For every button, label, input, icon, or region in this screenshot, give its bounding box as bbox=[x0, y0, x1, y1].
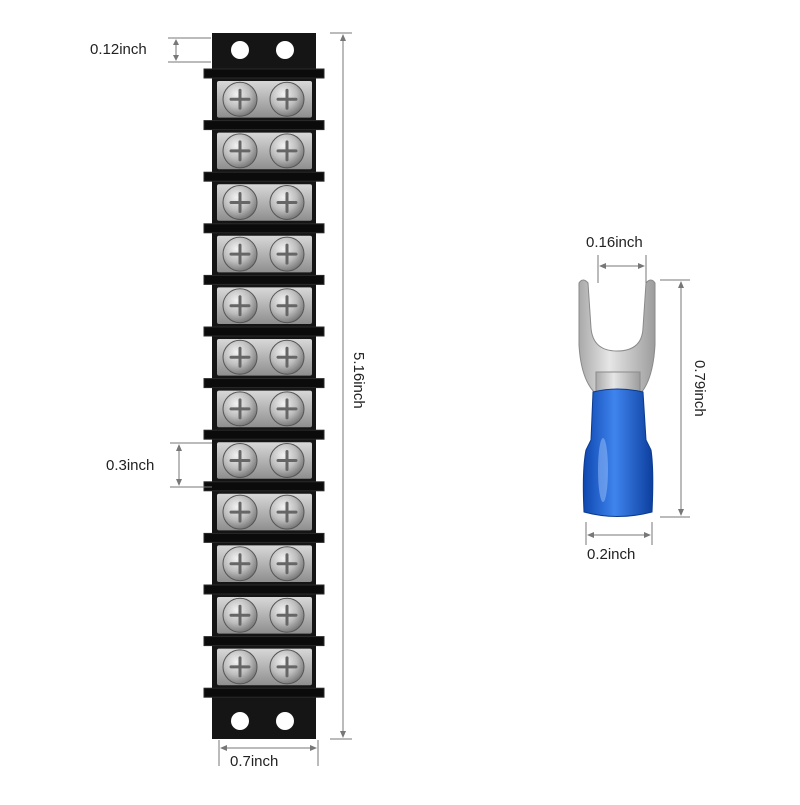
screw-slot-icon bbox=[229, 88, 251, 110]
dim-label-spade-length: 0.79inch bbox=[691, 360, 708, 417]
screw-slot-icon bbox=[276, 553, 298, 575]
screw-slot-icon bbox=[276, 398, 298, 420]
screw-slot-icon bbox=[276, 192, 298, 213]
screw-slot-icon bbox=[229, 346, 251, 368]
arrowhead-icon bbox=[176, 479, 182, 486]
barrier-rib bbox=[203, 532, 325, 543]
barrier-rib bbox=[203, 429, 325, 440]
screw-slot-icon bbox=[276, 450, 298, 471]
screw-slot-icon bbox=[276, 656, 298, 678]
barrier-rib bbox=[203, 223, 325, 234]
bottom-mount-tab bbox=[231, 712, 294, 730]
arrowhead-icon bbox=[678, 281, 684, 288]
arrowhead-icon bbox=[587, 532, 594, 538]
arrowhead-icon bbox=[220, 745, 227, 751]
barrier-rib bbox=[203, 481, 325, 492]
dim-label-hole-margin: 0.12inch bbox=[90, 41, 147, 58]
arrowhead-icon bbox=[678, 509, 684, 516]
dim-label-terminal-pitch: 0.3inch bbox=[106, 457, 155, 474]
terminal-rows bbox=[203, 68, 325, 698]
spade-sleeve bbox=[582, 388, 654, 517]
arrowhead-icon bbox=[310, 745, 317, 751]
dimension-arrowheads bbox=[173, 34, 684, 751]
screw-slot-icon bbox=[229, 450, 251, 471]
mount-hole-icon bbox=[276, 41, 294, 59]
arrowhead-icon bbox=[340, 731, 346, 738]
screw-slot-icon bbox=[276, 346, 298, 368]
mount-hole-icon bbox=[276, 712, 294, 730]
barrier-rib bbox=[203, 274, 325, 285]
top-mount-tab bbox=[231, 41, 294, 59]
barrier-rib bbox=[203, 326, 325, 337]
arrowhead-icon bbox=[173, 55, 179, 61]
sleeve-highlight bbox=[598, 438, 608, 502]
screw-slot-icon bbox=[276, 604, 298, 626]
dim-label-fork-gap: 0.16inch bbox=[586, 234, 643, 251]
screw-slot-icon bbox=[229, 656, 251, 678]
mount-hole-icon bbox=[231, 712, 249, 730]
mount-hole-icon bbox=[231, 41, 249, 59]
terminal-block bbox=[203, 33, 325, 739]
screw-slot-icon bbox=[276, 88, 298, 110]
screw-slot-icon bbox=[276, 501, 298, 523]
arrowhead-icon bbox=[638, 263, 645, 269]
dim-label-total-length: 5.16inch bbox=[350, 352, 367, 409]
spade-connector bbox=[578, 279, 656, 517]
screw-slot-icon bbox=[276, 140, 298, 162]
arrowhead-icon bbox=[173, 39, 179, 45]
screw-slot-icon bbox=[229, 398, 251, 420]
barrier-rib bbox=[203, 120, 325, 131]
screw-slot-icon bbox=[229, 140, 251, 162]
arrowhead-icon bbox=[176, 444, 182, 451]
arrowhead-icon bbox=[340, 34, 346, 41]
screw-slot-icon bbox=[229, 243, 251, 265]
screw-slot-icon bbox=[229, 295, 251, 317]
barrier-rib bbox=[203, 636, 325, 647]
barrier-rib bbox=[203, 68, 325, 79]
screw-slot-icon bbox=[229, 553, 251, 575]
barrier-rib bbox=[203, 378, 325, 389]
dim-label-width: 0.7inch bbox=[230, 753, 279, 770]
dim-label-sleeve-width: 0.2inch bbox=[587, 546, 636, 563]
screw-slot-icon bbox=[276, 295, 298, 317]
screw-slot-icon bbox=[276, 243, 298, 265]
barrier-rib bbox=[203, 687, 325, 698]
barrier-rib bbox=[203, 171, 325, 182]
arrowhead-icon bbox=[644, 532, 651, 538]
arrowhead-icon bbox=[599, 263, 606, 269]
screw-slot-icon bbox=[229, 604, 251, 626]
screw-slot-icon bbox=[229, 501, 251, 523]
dimension-lines bbox=[168, 32, 690, 766]
screw-slot-icon bbox=[229, 192, 251, 213]
barrier-rib bbox=[203, 584, 325, 595]
